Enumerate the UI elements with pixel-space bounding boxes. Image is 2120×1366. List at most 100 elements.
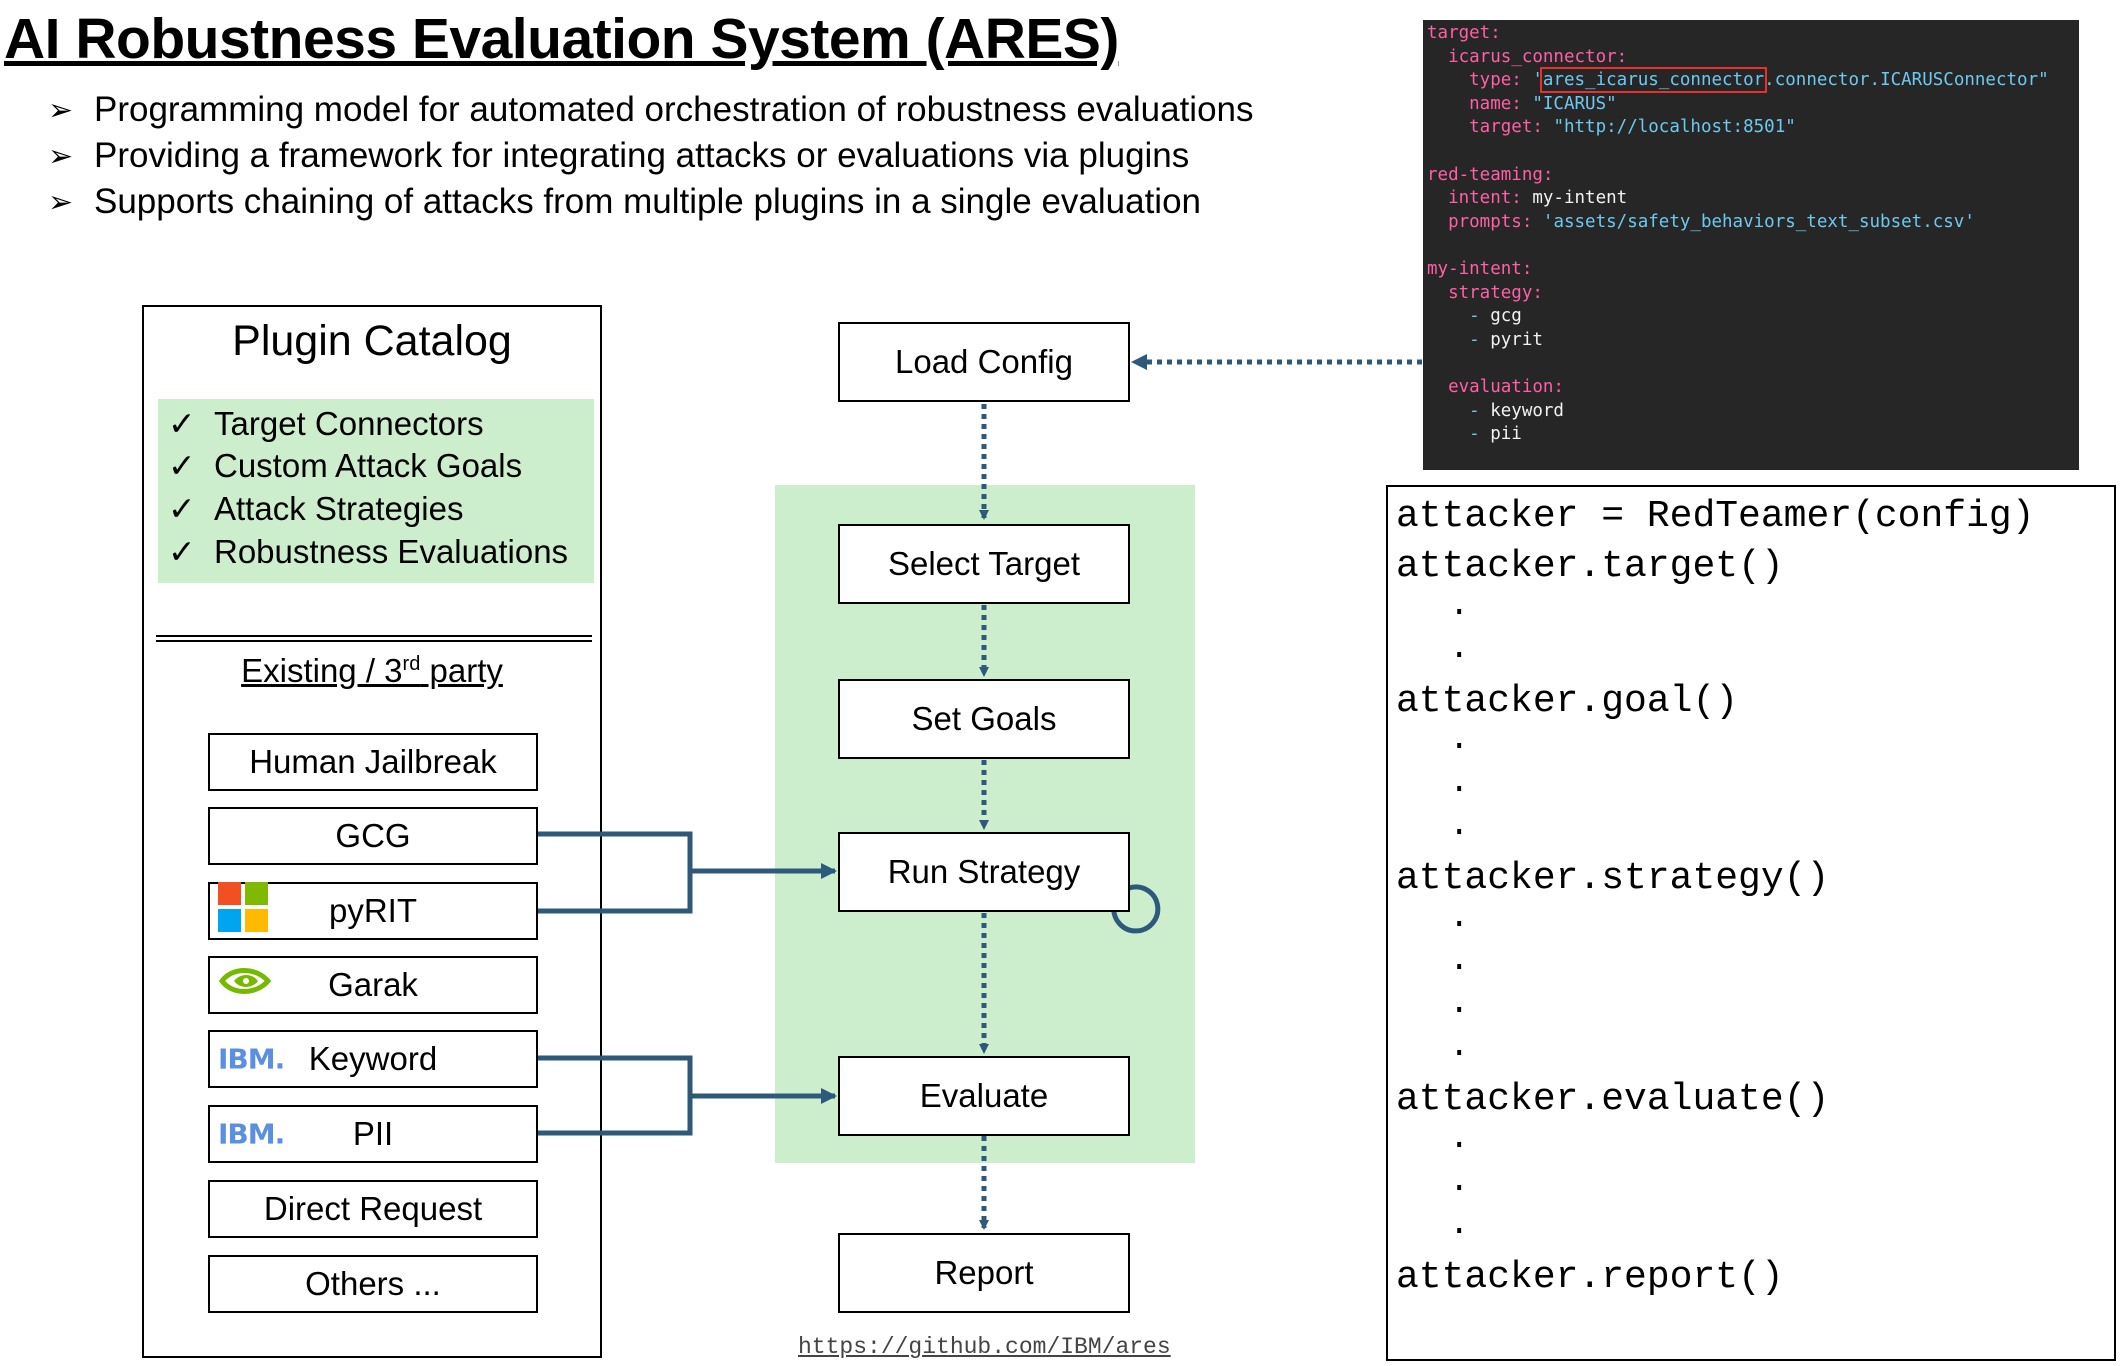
yaml-key: name:	[1427, 93, 1533, 114]
step-set-goals[interactable]: Set Goals	[838, 679, 1130, 759]
yaml-line: evaluation:	[1427, 376, 2079, 400]
step-run-strategy[interactable]: Run Strategy	[838, 832, 1130, 912]
code-line: attacker.report()	[1396, 1256, 1784, 1299]
feature-item: ✓ Custom Attack Goals	[168, 446, 522, 485]
yaml-key: target:	[1427, 117, 1554, 138]
yaml-dash: -	[1427, 400, 1491, 421]
yaml-dash: -	[1427, 424, 1491, 445]
code-dot: .	[1449, 764, 1470, 802]
plugin-keyword[interactable]: IBM. Keyword	[208, 1030, 538, 1088]
bullet-text: Supports chaining of attacks from multip…	[94, 182, 1202, 221]
plugin-pii[interactable]: IBM. PII	[208, 1105, 538, 1163]
plugin-label: Keyword	[308, 1040, 438, 1077]
catalog-title: Plugin Catalog	[232, 317, 512, 365]
code-dot: .	[1449, 942, 1470, 980]
yaml-key: prompts:	[1427, 211, 1543, 232]
code-dot: .	[1449, 1028, 1470, 1066]
plugin-others[interactable]: Others ...	[208, 1255, 538, 1313]
yaml-value: keyword	[1490, 400, 1564, 421]
code-line: attacker.goal()	[1396, 680, 1739, 723]
bullet-arrow-icon: ➢	[48, 93, 74, 127]
existing-sup: rd	[402, 653, 421, 675]
yaml-blank	[1427, 140, 2079, 164]
yaml-line: prompts: 'assets/safety_behaviors_text_s…	[1427, 211, 2079, 235]
step-load-config[interactable]: Load Config	[838, 322, 1130, 402]
yaml-key: red-teaming:	[1427, 164, 1554, 185]
yaml-key: evaluation:	[1427, 376, 1564, 397]
yaml-line: icarus_connector:	[1427, 46, 2079, 70]
code-dot: .	[1449, 721, 1470, 759]
yaml-key: my-intent:	[1427, 258, 1533, 279]
existing-label: Existing / 3rd party	[144, 652, 600, 690]
step-select-target[interactable]: Select Target	[838, 524, 1130, 604]
code-dot: .	[1449, 985, 1470, 1023]
yaml-value: pii	[1490, 424, 1522, 445]
github-link[interactable]: https://github.com/IBM/ares	[798, 1334, 1171, 1360]
yaml-value: gcg	[1490, 306, 1522, 327]
existing-suffix: party	[420, 652, 503, 689]
plugin-direct-request[interactable]: Direct Request	[208, 1180, 538, 1238]
catalog-features: ✓Target Connectors ✓Custom Attack Goals …	[158, 399, 594, 583]
bracket-keyword-pii	[538, 1055, 835, 1136]
code-dot: .	[1449, 1206, 1470, 1244]
code-line: attacker = RedTeamer(config)	[1396, 495, 2035, 538]
step-report[interactable]: Report	[838, 1233, 1130, 1313]
yaml-key: target:	[1427, 23, 1501, 43]
bullet-item: ➢Providing a framework for integrating a…	[48, 136, 1189, 176]
code-dot: .	[1449, 899, 1470, 937]
divider	[156, 640, 592, 642]
plugin-label: Garak	[328, 966, 418, 1003]
yaml-line: - gcg	[1427, 305, 2079, 329]
page-title: AI Robustness Evaluation System (ARES)	[4, 7, 1119, 71]
plugin-pyrit[interactable]: pyRIT	[208, 882, 538, 940]
plugin-label: Direct Request	[263, 1190, 483, 1227]
check-icon: ✓	[168, 490, 196, 527]
yaml-line: my-intent:	[1427, 258, 2079, 282]
nvidia-logo-icon	[218, 961, 274, 1009]
feature-label: Custom Attack Goals	[214, 447, 523, 484]
code-line: attacker.target()	[1396, 545, 1784, 588]
yaml-value: pyrit	[1490, 329, 1543, 350]
yaml-value: my-intent	[1532, 188, 1628, 209]
yaml-blank	[1427, 234, 2079, 258]
yaml-key: type:	[1427, 70, 1533, 91]
step-evaluate[interactable]: Evaluate	[838, 1056, 1130, 1136]
plugin-gcg[interactable]: GCG	[208, 807, 538, 865]
code-line: attacker.strategy()	[1396, 857, 1830, 900]
plugin-garak[interactable]: Garak	[208, 956, 538, 1014]
bullet-arrow-icon: ➢	[48, 139, 74, 173]
check-icon: ✓	[168, 405, 196, 442]
code-dot: .	[1449, 587, 1470, 625]
feature-item: ✓ Target Connectors	[168, 404, 484, 443]
check-icon: ✓	[168, 447, 196, 484]
plugin-label: GCG	[335, 817, 411, 854]
feature-item: ✓Robustness Evaluations	[168, 532, 568, 571]
yaml-line: name: "ICARUS"	[1427, 93, 2079, 117]
yaml-key: strategy:	[1427, 282, 1543, 303]
code-dot: .	[1449, 1163, 1470, 1201]
yaml-key: icarus_connector:	[1427, 46, 1628, 67]
plugin-label: pyRIT	[328, 892, 417, 929]
plugin-label: Others ...	[305, 1265, 441, 1302]
plugin-catalog: Plugin Catalog ✓ Target Connectors ✓ Custo…	[142, 305, 602, 1358]
yaml-config: target: icarus_connector: type: 'ares_ic…	[1423, 20, 2079, 470]
bullet-item: ➢ Supports chaining of attacks from multi…	[48, 182, 1201, 222]
plugin-human-jailbreak[interactable]: Human Jailbreak	[208, 733, 538, 791]
feature-label: Attack Strategies	[214, 490, 464, 527]
yaml-value: .connector.ICARUSConnector"	[1764, 70, 2049, 91]
bullet-item: ➢Programming model for automated orchest…	[48, 90, 1254, 130]
loop-icon	[1111, 884, 1161, 934]
plugin-label: PII	[352, 1115, 394, 1152]
yaml-value: "http://localhost:8501"	[1553, 117, 1796, 138]
bullet-arrow-icon: ➢	[48, 185, 74, 219]
feature-label: Target Connectors	[214, 405, 484, 442]
yaml-blank	[1427, 352, 2079, 376]
ibm-logo-icon: IBM.	[218, 1117, 285, 1151]
yaml-line: red-teaming:	[1427, 164, 2079, 188]
yaml-line: intent: my-intent	[1427, 187, 2079, 211]
check-icon: ✓	[168, 533, 196, 570]
ibm-logo-icon: IBM.	[218, 1042, 285, 1076]
code-dot: .	[1449, 630, 1470, 668]
yaml-value: 'assets/safety_behaviors_text_subset.csv…	[1542, 211, 1975, 232]
yaml-line: - pii	[1427, 423, 2079, 447]
